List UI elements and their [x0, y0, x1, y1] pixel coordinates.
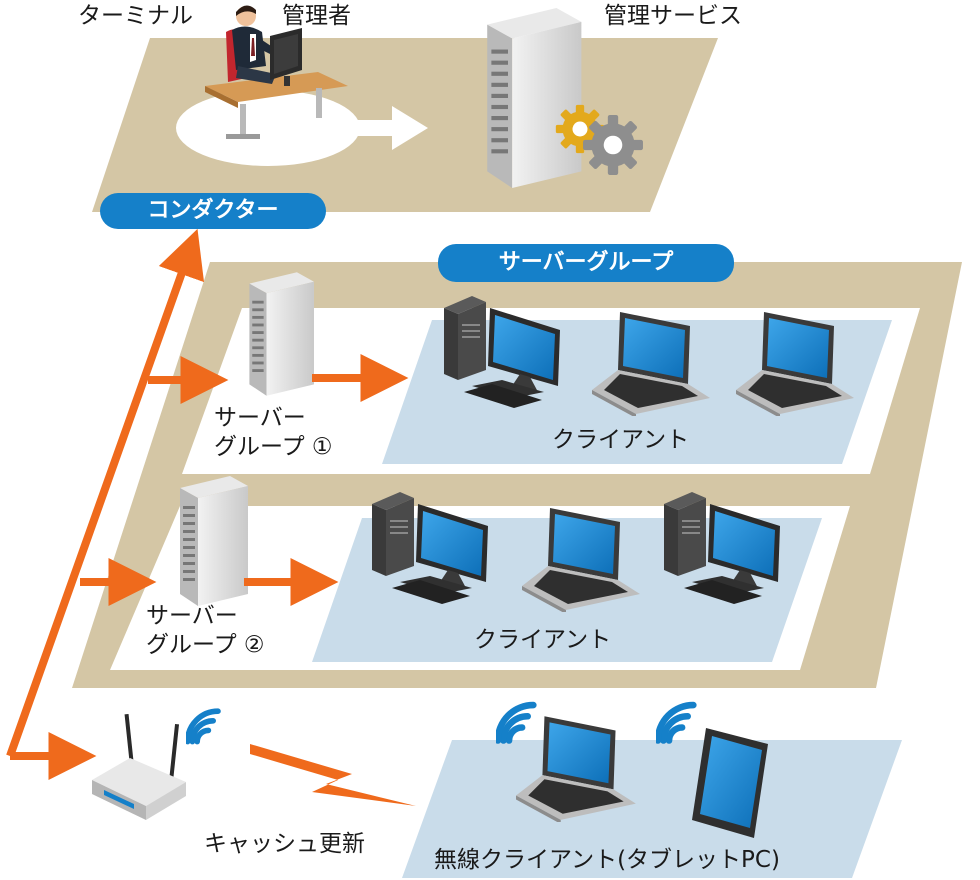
server-icon-group-2: [180, 476, 248, 606]
terminal-to-service-arrow: [330, 106, 428, 150]
management-server-icon: [487, 8, 582, 188]
terminal-label: ターミナル: [78, 3, 193, 29]
conductor-pill: コンダクター: [100, 193, 326, 229]
server-group-pill: サーバーグループ: [438, 244, 734, 282]
cache-update-label: キャッシュ更新: [204, 831, 365, 857]
clients-label-2: クライアント: [474, 627, 612, 653]
wifi-icon: [498, 705, 533, 740]
server-icon-group-1: [249, 272, 314, 396]
gear-icon-gray: [583, 115, 643, 175]
admin-label: 管理者: [282, 3, 351, 29]
wifi-icon: [188, 711, 218, 741]
server-group-2-line1: サーバー: [146, 603, 238, 629]
admin-desk-icon: [205, 5, 348, 139]
wifi-icon: [658, 705, 693, 740]
wireless-clients-label: 無線クライアント(タブレットPC): [434, 847, 780, 873]
server-group-1-label: サーバー グループ ①: [214, 404, 333, 462]
management-service-label: 管理サービス: [604, 3, 742, 29]
server-group-1-line2: グループ ①: [214, 433, 333, 460]
tablet-icon: [692, 728, 768, 838]
network-lines: [6, 228, 409, 780]
wireless-clients-zone: [402, 740, 902, 878]
server-group-1-line1: サーバー: [214, 405, 306, 431]
server-group-2-line2: グループ ②: [146, 631, 265, 658]
clients-label-1: クライアント: [552, 427, 690, 453]
server-group-2-label: サーバー グループ ②: [146, 602, 265, 660]
wireless-link-bolt: [250, 744, 416, 806]
terminal-floor-disc: [176, 90, 360, 166]
router-icon: [92, 713, 186, 820]
